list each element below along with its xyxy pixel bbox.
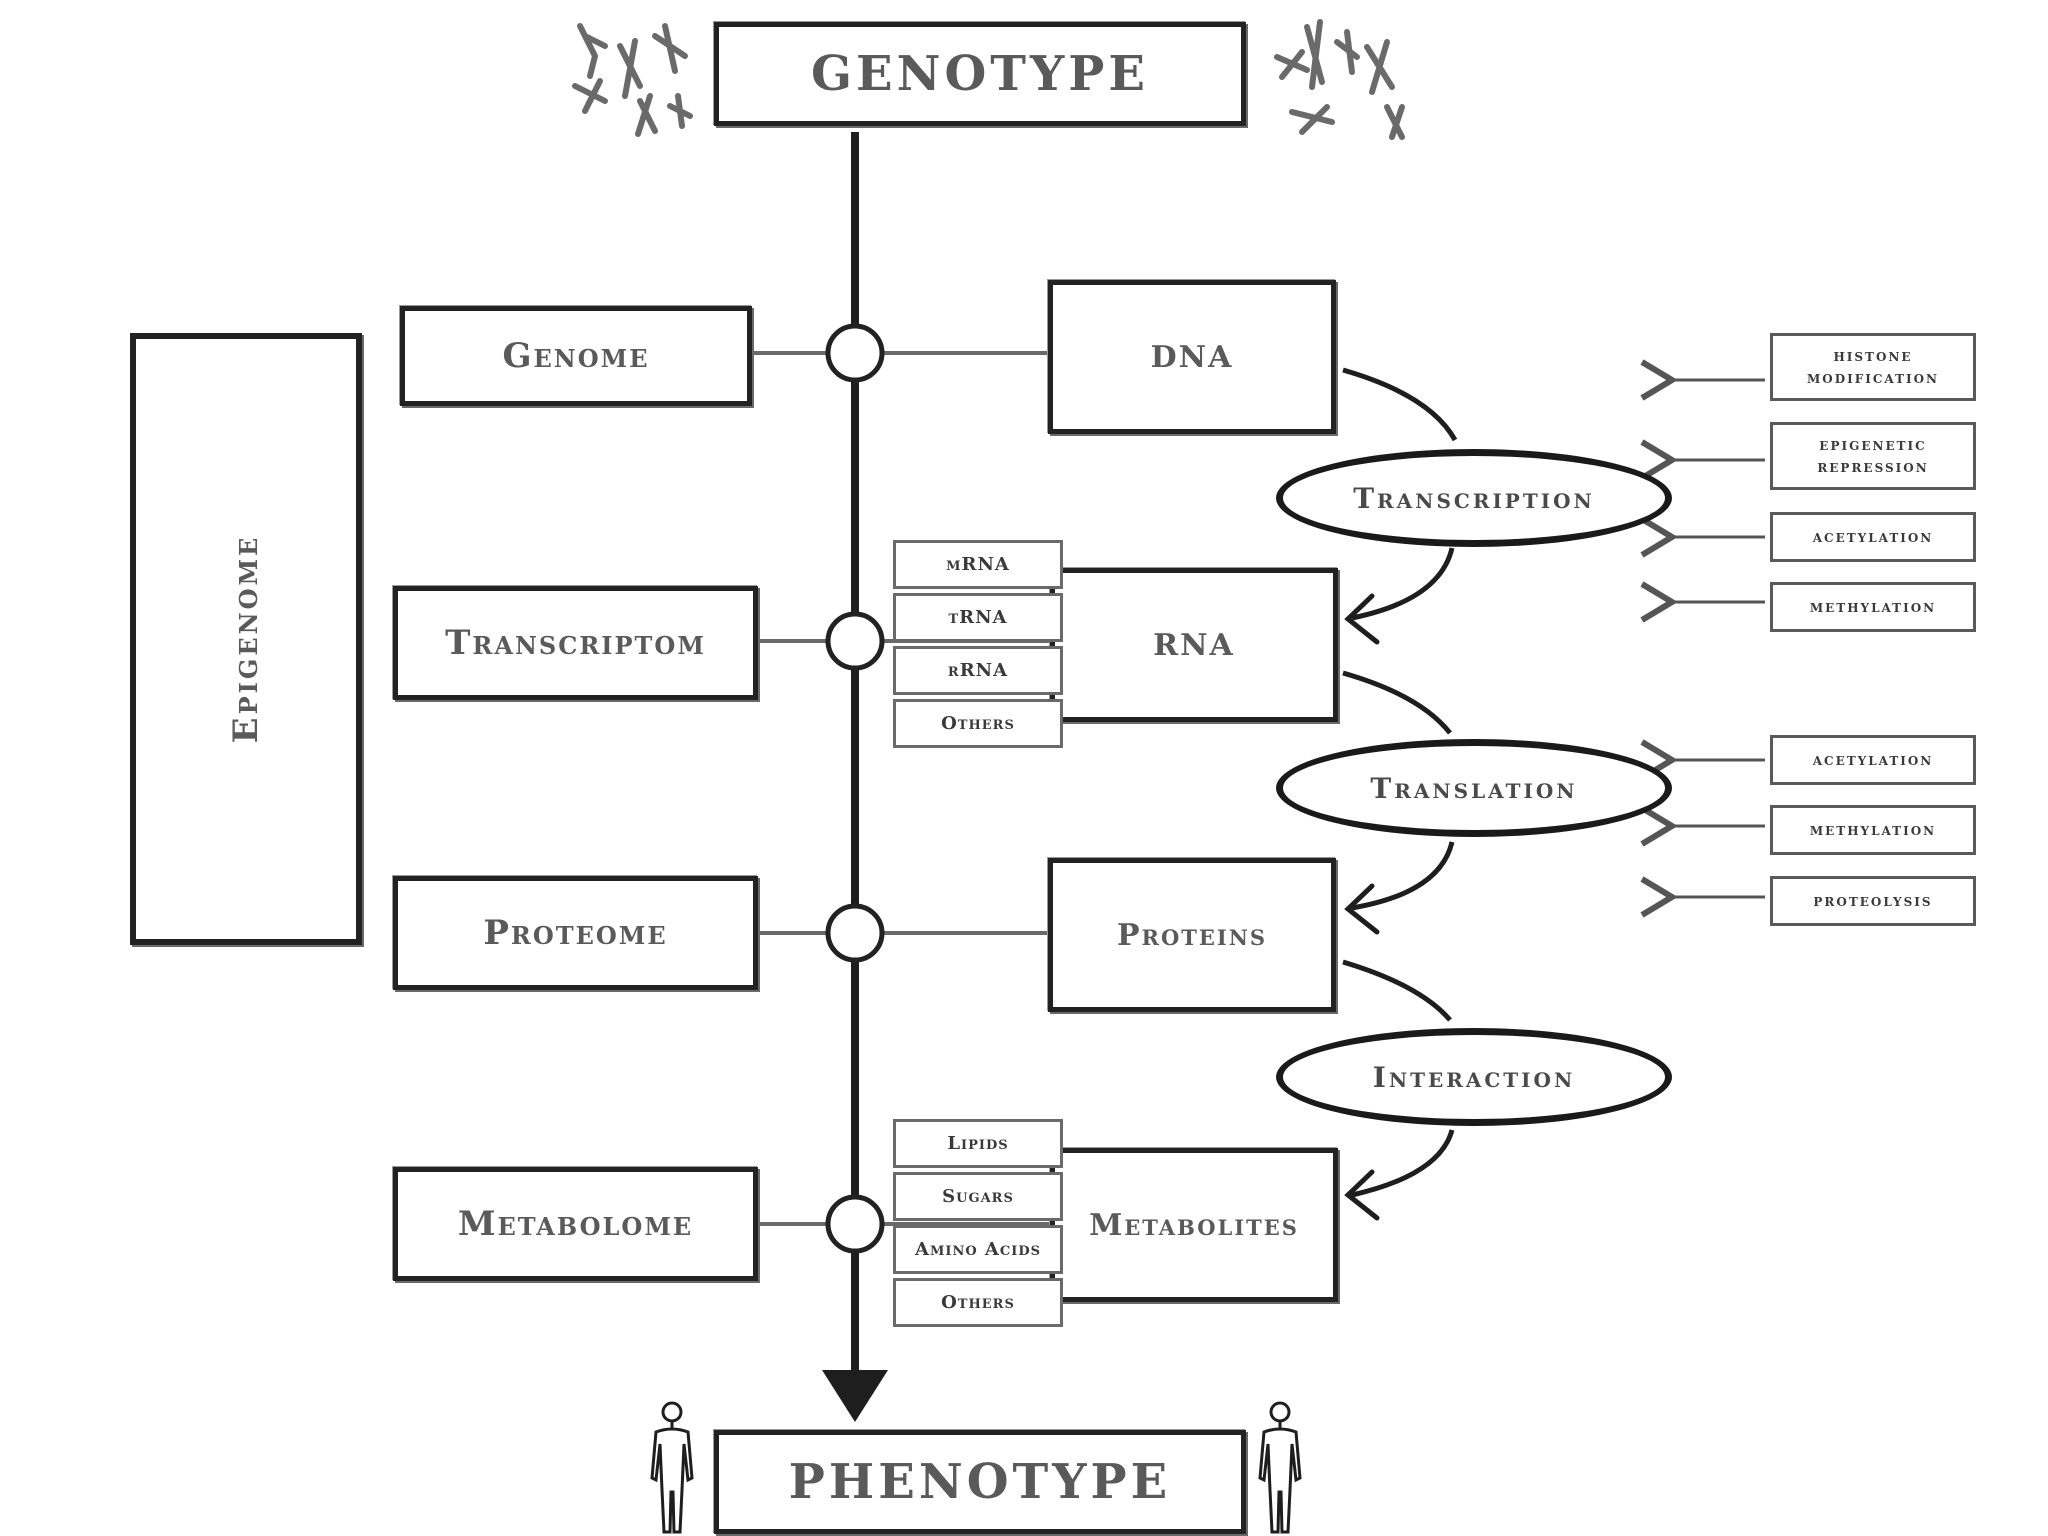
genome-label: Genome xyxy=(502,336,650,376)
rna-type-mrna: mRNA xyxy=(893,540,1063,589)
metabolite-type-sugars: Sugars xyxy=(893,1172,1063,1221)
interaction-to-metabolites-arrow xyxy=(1351,1129,1455,1198)
modifier-acetylation: acetylation xyxy=(1770,735,1976,785)
dna-label: DNA xyxy=(1150,339,1234,375)
modifier-acetylation: acetylation xyxy=(1770,512,1976,562)
junction-transcriptom xyxy=(825,611,885,671)
epigenome-label: Epigenome xyxy=(226,534,266,744)
metabolites-label: Metabolites xyxy=(1089,1207,1299,1243)
rna-label: RNA xyxy=(1153,627,1235,663)
transcriptom-box: Transcriptom xyxy=(393,586,758,700)
genotype-box: GENOTYPE xyxy=(714,22,1246,126)
junction-metabolome xyxy=(825,1194,885,1254)
junction-proteome xyxy=(825,903,885,963)
transcription-to-rna-arrow xyxy=(1351,547,1455,621)
transcriptom-label: Transcriptom xyxy=(445,623,706,663)
modifier-histone-modification: histone modification xyxy=(1770,333,1976,401)
proteome-box: Proteome xyxy=(393,876,758,990)
phenotype-box: PHENOTYPE xyxy=(714,1430,1246,1534)
rna-type-trna: tRNA xyxy=(893,593,1063,642)
metabolome-label: Metabolome xyxy=(457,1204,694,1244)
metabolite-type-lipids: Lipids xyxy=(893,1119,1063,1168)
dna-to-transcription-curve xyxy=(1342,367,1458,442)
proteins-box: Proteins xyxy=(1048,858,1336,1012)
metabolite-type-others: Others xyxy=(893,1278,1063,1327)
translation-label: Translation xyxy=(1370,771,1578,805)
metabolite-type-amino-acids: Amino Acids xyxy=(893,1225,1063,1274)
rna-type-rrna: rRNA xyxy=(893,646,1063,695)
phenotype-title: PHENOTYPE xyxy=(788,1454,1172,1510)
human-figure-icon xyxy=(1258,1401,1302,1534)
rna-type-others: Others xyxy=(893,699,1063,748)
chromosomes-icon xyxy=(572,23,693,137)
proteins-to-interaction-curve xyxy=(1342,959,1452,1022)
proteome-label: Proteome xyxy=(483,913,668,953)
interaction-label: Interaction xyxy=(1372,1060,1576,1094)
metabolome-box: Metabolome xyxy=(393,1167,758,1281)
transcription-oval: Transcription xyxy=(1276,449,1672,547)
translation-to-proteins-arrow xyxy=(1351,841,1455,911)
junction-genome xyxy=(825,323,885,383)
human-figure-icon xyxy=(650,1401,694,1534)
metabolites-box: Metabolites xyxy=(1050,1148,1338,1302)
epigenome-box: Epigenome xyxy=(130,333,362,945)
rna-box: RNA xyxy=(1050,568,1338,722)
genome-box: Genome xyxy=(400,306,752,406)
modifier-epigenetic-repression: epigenetic repression xyxy=(1770,422,1976,490)
transcription-label: Transcription xyxy=(1353,481,1595,515)
chromosomes-icon xyxy=(1274,19,1405,140)
interaction-oval: Interaction xyxy=(1276,1028,1672,1126)
modifier-methylation: methylation xyxy=(1770,582,1976,632)
modifier-methylation: methylation xyxy=(1770,805,1976,855)
modifier-proteolysis: proteolysis xyxy=(1770,876,1976,926)
rna-to-translation-curve xyxy=(1342,670,1452,735)
proteins-label: Proteins xyxy=(1116,917,1268,953)
dna-box: DNA xyxy=(1048,280,1336,434)
translation-oval: Translation xyxy=(1276,739,1672,837)
genotype-title: GENOTYPE xyxy=(811,46,1149,102)
spine-arrowhead xyxy=(822,1370,888,1422)
